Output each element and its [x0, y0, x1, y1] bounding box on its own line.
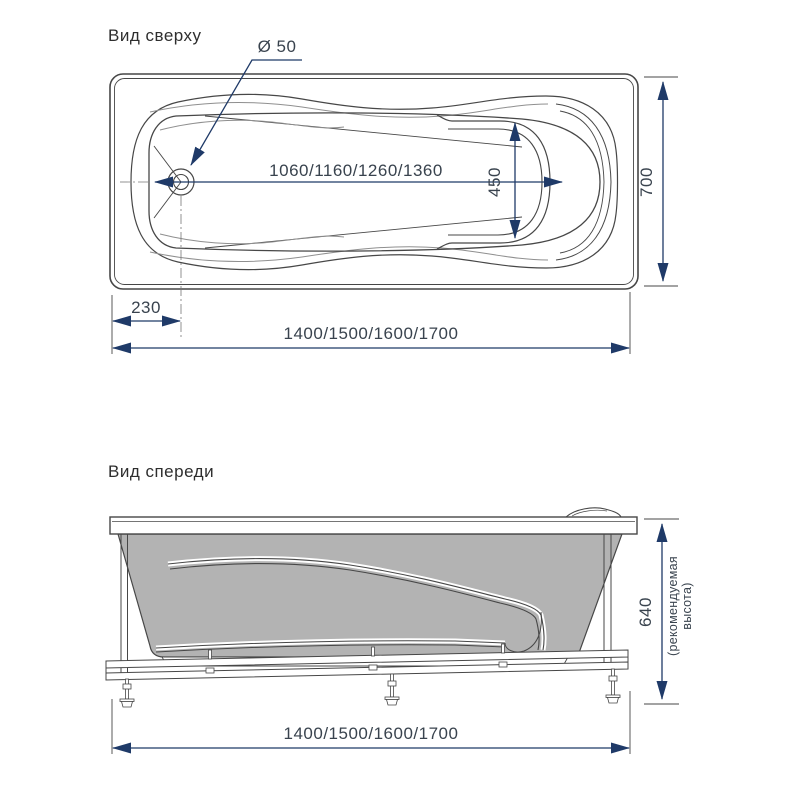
wing-line-top	[159, 119, 345, 131]
dim-height-note-line1: (рекомендуемая	[666, 556, 680, 656]
dim-height-note-line2: высота)	[680, 582, 694, 630]
dim-height: 640	[636, 597, 655, 627]
wing-line-bottom	[159, 233, 345, 245]
rim-contour-light-bottom	[149, 246, 549, 262]
headrest-arc-inner	[559, 110, 605, 254]
headrest-bump-line	[571, 509, 608, 517]
tub-outer-edge-inner	[114, 78, 634, 285]
headrest-bump	[564, 507, 622, 518]
seat-step-curve	[504, 611, 542, 653]
basin-contour	[148, 112, 601, 252]
drain-leader-line	[190, 59, 302, 166]
foot-left	[119, 678, 135, 708]
dim-overall-length-top: 1400/1500/1600/1700	[284, 324, 459, 343]
bottom-line-lower	[155, 644, 506, 653]
dim-overall-length-front: 1400/1500/1600/1700	[284, 724, 459, 743]
floor-slope-lower	[153, 181, 182, 219]
bottom-line-upper	[155, 640, 506, 649]
rail-bolt-2	[368, 646, 378, 671]
dim-inner-width: 450	[485, 167, 504, 197]
top-view-title: Вид сверху	[108, 26, 202, 45]
basin-profile-lower	[169, 562, 540, 651]
headrest-arc-outer	[555, 103, 612, 261]
foot-center	[384, 673, 400, 706]
floor-slope-upper	[153, 145, 182, 183]
rail-bolt-1	[205, 649, 215, 674]
rail-bolt-3	[498, 643, 508, 668]
rim-contour	[130, 93, 619, 271]
front-view-title: Вид спереди	[108, 462, 214, 481]
dim-inner-length: 1060/1160/1260/1360	[269, 161, 443, 180]
front-view: Вид спереди	[105, 462, 694, 754]
dim-drain-offset: 230	[131, 298, 161, 317]
foot-right	[605, 668, 621, 704]
rim-contour-light-top	[149, 102, 549, 118]
dim-drain-diameter: Ø 50	[258, 37, 297, 56]
top-view: Вид сверху Ø 50 1060/1160/12	[108, 26, 678, 354]
rim-deck	[109, 516, 638, 535]
dim-overall-width: 700	[637, 167, 656, 197]
tub-outer-edge	[109, 73, 639, 290]
